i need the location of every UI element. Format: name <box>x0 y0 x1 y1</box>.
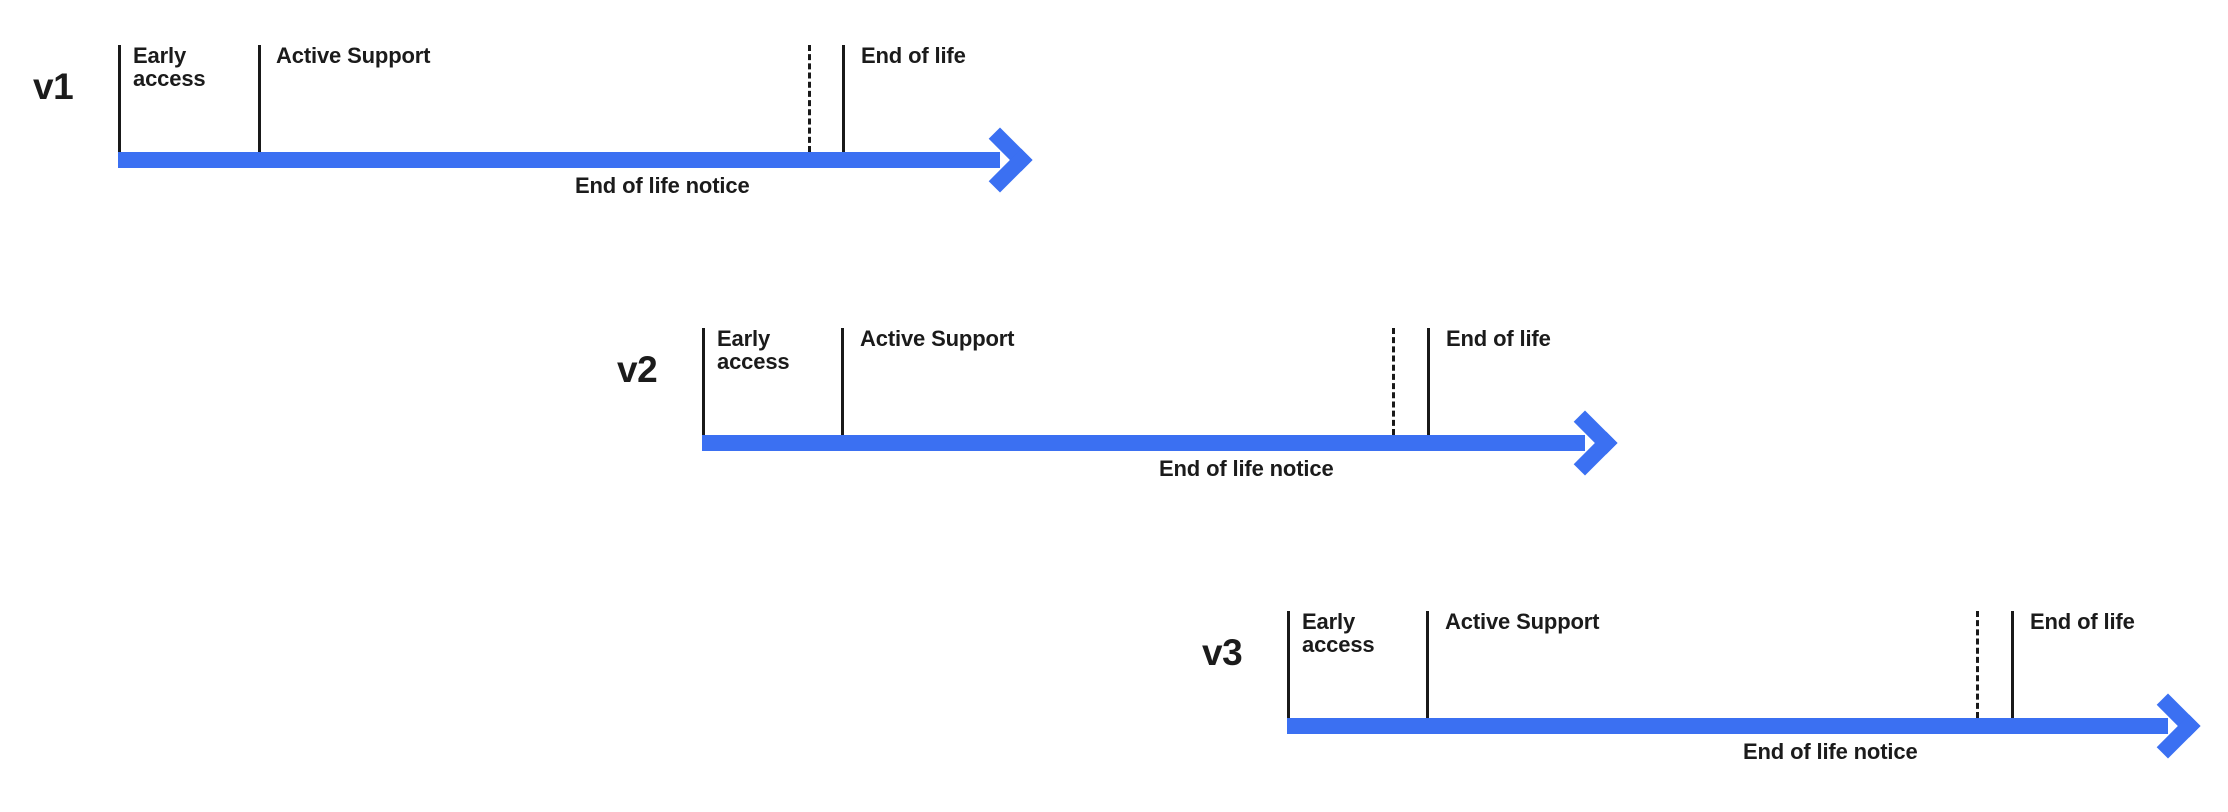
caption-end-of-life-notice: End of life notice <box>1743 739 1918 764</box>
divider-early-access-start <box>702 328 705 435</box>
version-label-v2: v2 <box>617 349 658 390</box>
divider-end-of-life-notice <box>1976 611 1979 718</box>
phase-label-early-access: Early access <box>133 43 206 92</box>
divider-end-of-life-start <box>1427 328 1430 435</box>
divider-early-access-start <box>118 45 121 152</box>
divider-end-of-life-start <box>2011 611 2014 718</box>
phase-label-early-access: Early access <box>1302 609 1375 658</box>
phase-label-end-of-life: End of life <box>2030 609 2135 634</box>
phase-label-active-support: Active Support <box>276 43 431 68</box>
caption-end-of-life-notice: End of life notice <box>1159 456 1334 481</box>
version-label-v3: v3 <box>1202 632 1243 673</box>
phase-label-end-of-life: End of life <box>1446 326 1551 351</box>
divider-active-support-start <box>841 328 844 435</box>
timeline-axis-bar <box>1287 718 2168 734</box>
divider-end-of-life-notice <box>1392 328 1395 435</box>
phase-label-end-of-life: End of life <box>861 43 966 68</box>
timeline-axis-bar <box>702 435 1585 451</box>
caption-end-of-life-notice: End of life notice <box>575 173 750 198</box>
divider-end-of-life-notice <box>808 45 811 152</box>
phase-label-active-support: Active Support <box>860 326 1015 351</box>
version-label-v1: v1 <box>33 66 74 107</box>
divider-end-of-life-start <box>842 45 845 152</box>
divider-active-support-start <box>258 45 261 152</box>
timeline-axis-bar <box>118 152 1000 168</box>
phase-label-active-support: Active Support <box>1445 609 1600 634</box>
divider-early-access-start <box>1287 611 1290 718</box>
divider-active-support-start <box>1426 611 1429 718</box>
phase-label-early-access: Early access <box>717 326 790 375</box>
